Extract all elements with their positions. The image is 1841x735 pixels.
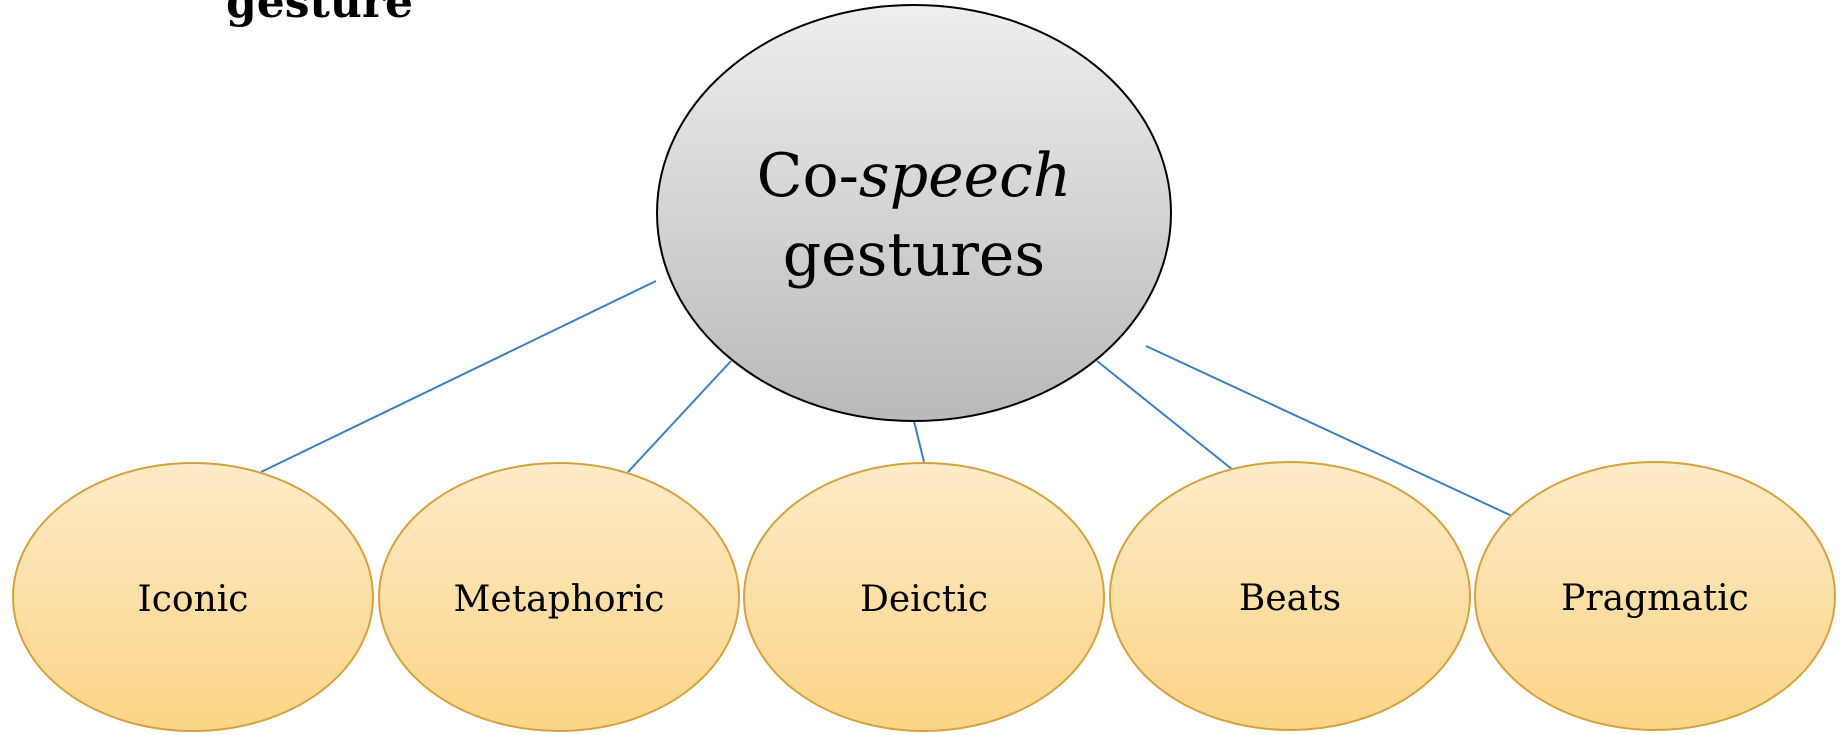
child-node-beats: Beats [1109,461,1471,731]
connector-pragmatic [1145,345,1513,517]
child-ellipse-beats [1109,461,1471,731]
connector-iconic [260,280,657,473]
connectors [260,280,1513,517]
slide-heading: gesture [226,0,414,28]
child-ellipse-iconic [12,462,374,732]
child-label-pragmatic: Pragmatic [1561,578,1749,619]
child-node-metaphoric: Metaphoric [378,462,740,732]
root-label-prefix: Co- [757,141,859,211]
child-node-pragmatic: Pragmatic [1474,461,1836,731]
child-label-iconic: Iconic [138,579,249,620]
child-ellipse-pragmatic [1474,461,1836,731]
connector-deictic [913,420,925,463]
root-label-line2: gestures [783,220,1045,290]
connector-beats [1096,360,1234,471]
child-ellipse-deictic [743,462,1105,732]
child-label-metaphoric: Metaphoric [454,579,665,620]
root-label-emphasis: speech [859,141,1071,211]
child-node-deictic: Deictic [743,462,1105,732]
connector-metaphoric [627,360,732,473]
root-node: Co-speech gestures [656,4,1172,422]
child-label-beats: Beats [1239,578,1341,619]
child-ellipse-metaphoric [378,462,740,732]
root-ellipse [656,4,1172,422]
child-label-deictic: Deictic [860,579,988,620]
child-nodes: Iconic Metaphoric Deictic Beats Pragmati… [12,461,1836,732]
child-node-iconic: Iconic [12,462,374,732]
root-label-line1: Co-speech [757,141,1072,211]
